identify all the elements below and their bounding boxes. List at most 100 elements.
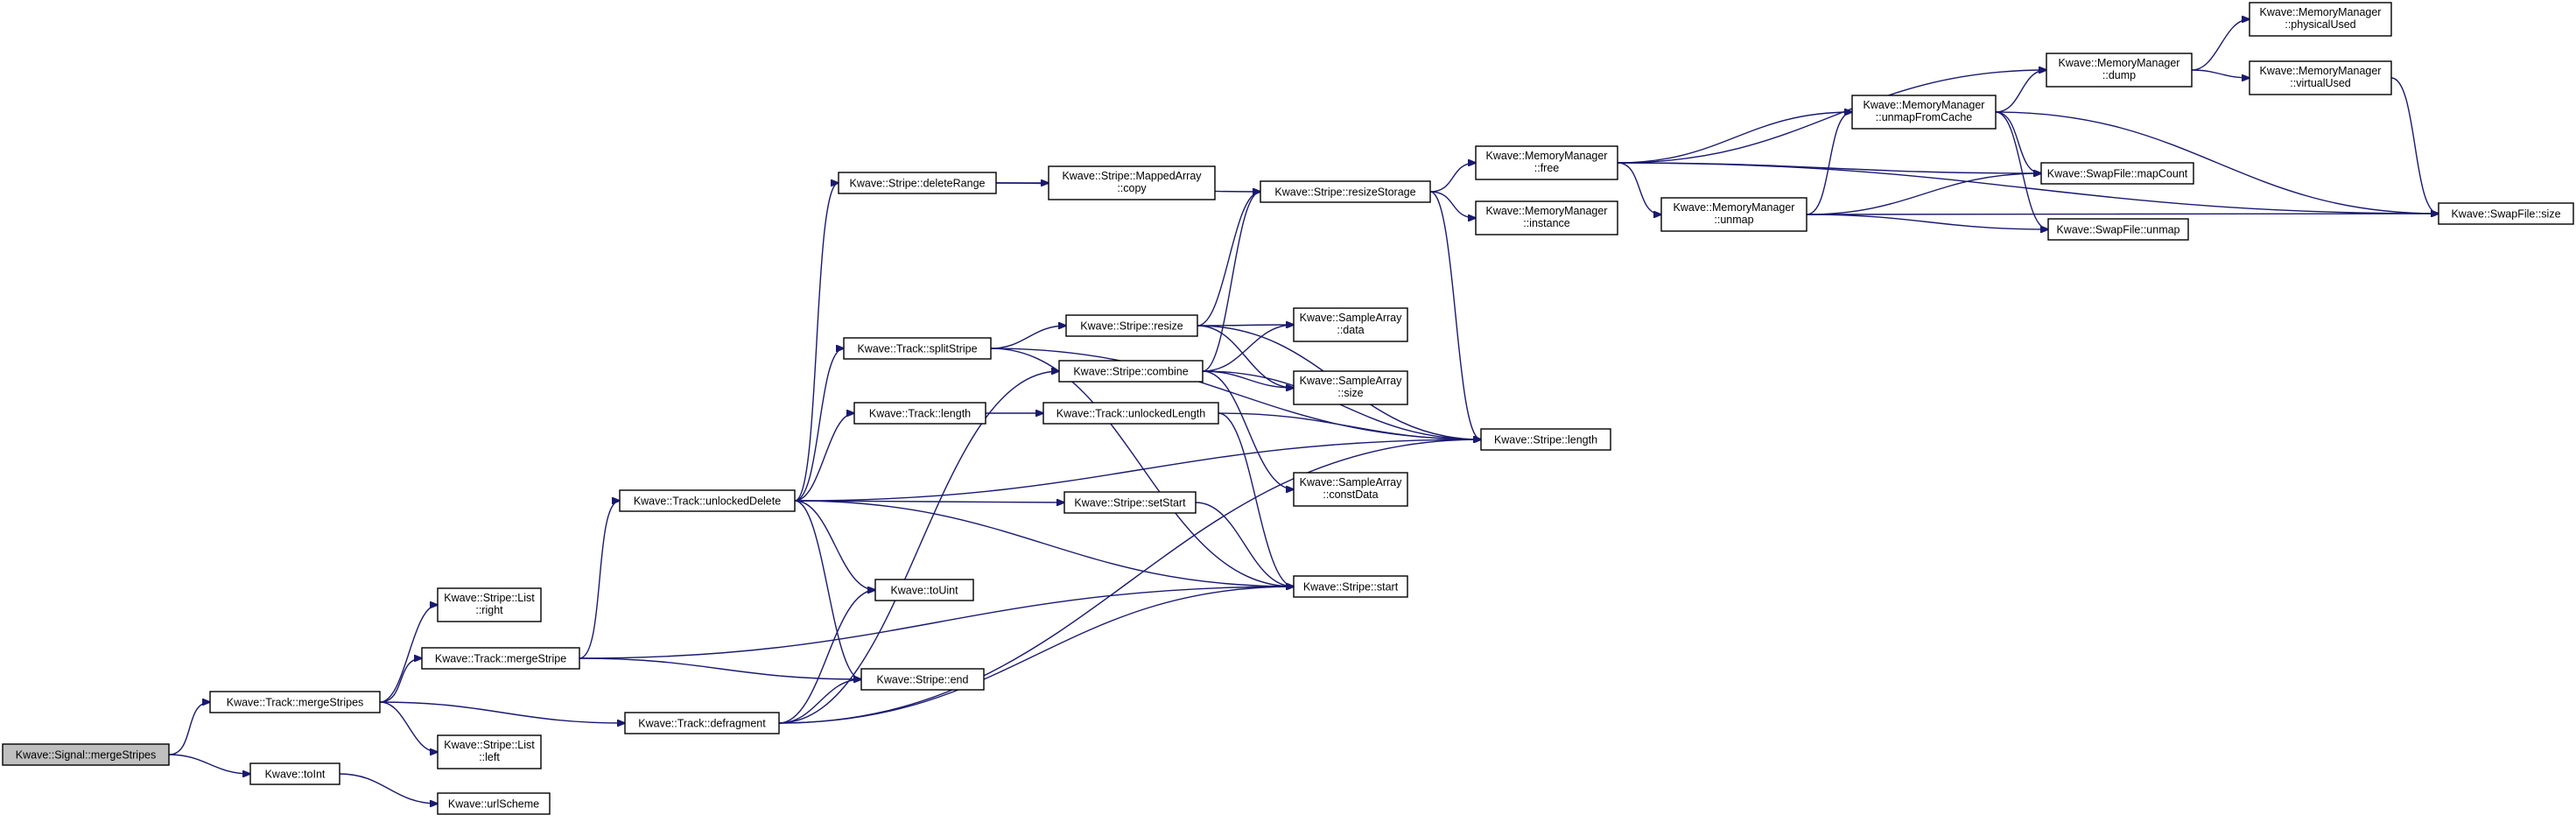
node-box bbox=[2047, 218, 2189, 241]
node-stripe-resize[interactable]: Kwave::Stripe::resize bbox=[1065, 314, 1198, 337]
node-track-split-stripe[interactable]: Kwave::Track::splitStripe bbox=[843, 337, 992, 360]
edge-stripe-resize-storage-to-mm-free bbox=[1429, 163, 1476, 193]
edge-stripe-combine-to-sample-array-data bbox=[1202, 325, 1294, 372]
edge-mm-dump-to-mm-virtual-used bbox=[2191, 69, 2250, 78]
node-box bbox=[860, 668, 985, 691]
node-swap-unmap[interactable]: Kwave::SwapFile::unmap bbox=[2047, 218, 2189, 241]
node-box bbox=[838, 172, 997, 194]
edge-stripe-combine-to-stripe-resize-storage bbox=[1202, 192, 1260, 372]
node-mapped-array-copy[interactable]: Kwave::Stripe::MappedArray::copy bbox=[1048, 165, 1216, 200]
node-stripe-length[interactable]: Kwave::Stripe::length bbox=[1480, 428, 1611, 451]
edge-track-merge-stripes-to-track-merge-stripe bbox=[379, 658, 422, 703]
edge-mm-free-to-mm-unmap-from-cache bbox=[1617, 112, 1852, 164]
node-box bbox=[437, 792, 551, 815]
edge-track-defragment-to-stripe-start bbox=[778, 587, 1294, 724]
node-sample-array-const-data[interactable]: Kwave::SampleArray::constData bbox=[1293, 472, 1408, 507]
node-track-defragment[interactable]: Kwave::Track::defragment bbox=[624, 712, 780, 734]
node-label-line-1: Kwave::Signal::mergeStripes bbox=[16, 749, 157, 762]
edge-mm-free-to-swap-size bbox=[1617, 162, 2439, 214]
edge-track-split-stripe-to-stripe-resize bbox=[990, 326, 1066, 349]
node-label-line-1: Kwave::MemoryManager bbox=[1674, 201, 1795, 214]
node-stripe-end[interactable]: Kwave::Stripe::end bbox=[860, 668, 985, 691]
node-box bbox=[1058, 360, 1204, 383]
node-label-line-2: ::physicalUsed bbox=[2285, 18, 2355, 31]
node-stripe-start[interactable]: Kwave::Stripe::start bbox=[1293, 575, 1408, 598]
node-track-unlocked-delete[interactable]: Kwave::Track::unlockedDelete bbox=[619, 489, 796, 512]
node-label-line-2: ::dump bbox=[2102, 69, 2136, 81]
node-label-line-1: Kwave::Stripe::resizeStorage bbox=[1274, 186, 1415, 199]
node-box bbox=[2249, 60, 2392, 95]
edge-track-unlocked-delete-to-stripe-start bbox=[794, 500, 1294, 587]
node-swap-map-count[interactable]: Kwave::SwapFile::mapCount bbox=[2040, 162, 2194, 185]
edge-stripe-resize-to-sample-array-data bbox=[1197, 325, 1294, 326]
node-box bbox=[1260, 180, 1431, 203]
node-swap-size[interactable]: Kwave::SwapFile::size bbox=[2438, 202, 2574, 225]
edge-stripe-set-start-to-stripe-start bbox=[1195, 502, 1294, 587]
node-stripe-set-start[interactable]: Kwave::Stripe::setStart bbox=[1063, 491, 1197, 514]
edge-mm-free-to-mm-unmap bbox=[1617, 162, 1661, 214]
node-label-line-1: Kwave::SwapFile::unmap bbox=[2056, 224, 2179, 236]
edge-stripe-resize-storage-to-stripe-length bbox=[1429, 191, 1481, 439]
node-stripe-resize-storage[interactable]: Kwave::Stripe::resizeStorage bbox=[1260, 180, 1431, 203]
node-label-line-1: Kwave::Stripe::deleteRange bbox=[850, 178, 986, 190]
node-label-line-2: ::virtualUsed bbox=[2290, 77, 2351, 89]
node-label-line-1: Kwave::Stripe::List bbox=[444, 592, 535, 604]
edge-track-merge-stripes-to-track-defragment bbox=[379, 701, 625, 723]
node-label-line-2: ::instance bbox=[1523, 217, 1570, 229]
node-mm-free[interactable]: Kwave::MemoryManager::free bbox=[1475, 145, 1618, 180]
node-label-line-1: Kwave::Stripe::MappedArray bbox=[1062, 170, 1202, 182]
edge-mm-virtual-used-to-swap-size bbox=[2390, 77, 2439, 214]
node-box bbox=[2046, 53, 2193, 88]
node-label-line-1: Kwave::Track::unlockedLength bbox=[1056, 408, 1206, 420]
node-label-line-1: Kwave::SampleArray bbox=[1300, 375, 1402, 387]
node-signal-merge-stripes[interactable]: Kwave::Signal::mergeStripes bbox=[2, 743, 170, 766]
node-stripe-combine[interactable]: Kwave::Stripe::combine bbox=[1058, 360, 1204, 383]
edge-mm-unmap-to-swap-map-count bbox=[1806, 173, 2041, 215]
node-box bbox=[209, 691, 381, 713]
edge-track-defragment-to-to-uint bbox=[778, 590, 875, 724]
node-box bbox=[853, 402, 986, 425]
edge-track-merge-stripe-to-stripe-start bbox=[579, 587, 1294, 659]
node-box bbox=[421, 647, 580, 670]
node-stripe-delete-range[interactable]: Kwave::Stripe::deleteRange bbox=[838, 172, 997, 194]
edge-track-merge-stripes-to-list-left bbox=[379, 701, 438, 752]
node-mm-physical-used[interactable]: Kwave::MemoryManager::physicalUsed bbox=[2249, 2, 2392, 37]
node-mm-instance[interactable]: Kwave::MemoryManager::instance bbox=[1475, 200, 1618, 235]
node-box bbox=[1042, 402, 1219, 425]
node-to-int[interactable]: Kwave::toInt bbox=[249, 762, 340, 785]
edges-layer bbox=[168, 19, 2439, 804]
node-box bbox=[1475, 200, 1618, 235]
edge-mm-unmap-to-swap-unmap bbox=[1806, 214, 2048, 229]
node-box bbox=[1293, 307, 1408, 342]
node-box bbox=[1293, 472, 1408, 507]
node-mm-virtual-used[interactable]: Kwave::MemoryManager::virtualUsed bbox=[2249, 60, 2392, 95]
edge-signal-merge-stripes-to-track-merge-stripes bbox=[168, 702, 210, 755]
node-list-right[interactable]: Kwave::Stripe::List::right bbox=[437, 587, 542, 622]
node-mm-unmap-from-cache[interactable]: Kwave::MemoryManager::unmapFromCache bbox=[1851, 95, 1997, 130]
node-list-left[interactable]: Kwave::Stripe::List::left bbox=[437, 734, 542, 769]
node-box bbox=[249, 762, 340, 785]
node-sample-array-data[interactable]: Kwave::SampleArray::data bbox=[1293, 307, 1408, 342]
edge-track-unlocked-length-to-stripe-start bbox=[1218, 412, 1294, 587]
node-sample-array-size[interactable]: Kwave::SampleArray::size bbox=[1293, 370, 1408, 405]
edge-mm-unmap-from-cache-to-mm-dump bbox=[1995, 70, 2046, 113]
node-label-line-1: Kwave::Stripe::resize bbox=[1080, 320, 1183, 333]
node-mm-dump[interactable]: Kwave::MemoryManager::dump bbox=[2046, 53, 2193, 88]
node-track-length[interactable]: Kwave::Track::length bbox=[853, 402, 986, 425]
node-to-uint[interactable]: Kwave::toUint bbox=[874, 579, 974, 601]
node-track-unlocked-length[interactable]: Kwave::Track::unlockedLength bbox=[1042, 402, 1219, 425]
node-track-merge-stripe[interactable]: Kwave::Track::mergeStripe bbox=[421, 647, 580, 670]
edge-stripe-resize-to-sample-array-size bbox=[1197, 325, 1294, 388]
edge-track-unlocked-delete-to-track-length bbox=[794, 413, 854, 502]
node-label-line-1: Kwave::MemoryManager bbox=[1486, 150, 1608, 162]
node-box bbox=[1293, 575, 1408, 598]
node-track-merge-stripes[interactable]: Kwave::Track::mergeStripes bbox=[209, 691, 381, 713]
node-label-line-1: Kwave::Stripe::length bbox=[1494, 434, 1597, 446]
node-box bbox=[1063, 491, 1197, 514]
node-label-line-1: Kwave::MemoryManager bbox=[2260, 6, 2382, 18]
node-label-line-1: Kwave::Track::splitStripe bbox=[857, 343, 977, 355]
node-label-line-1: Kwave::MemoryManager bbox=[1864, 99, 1985, 111]
node-url-scheme[interactable]: Kwave::urlScheme bbox=[437, 792, 551, 815]
node-mm-unmap[interactable]: Kwave::MemoryManager::unmap bbox=[1660, 197, 1807, 232]
